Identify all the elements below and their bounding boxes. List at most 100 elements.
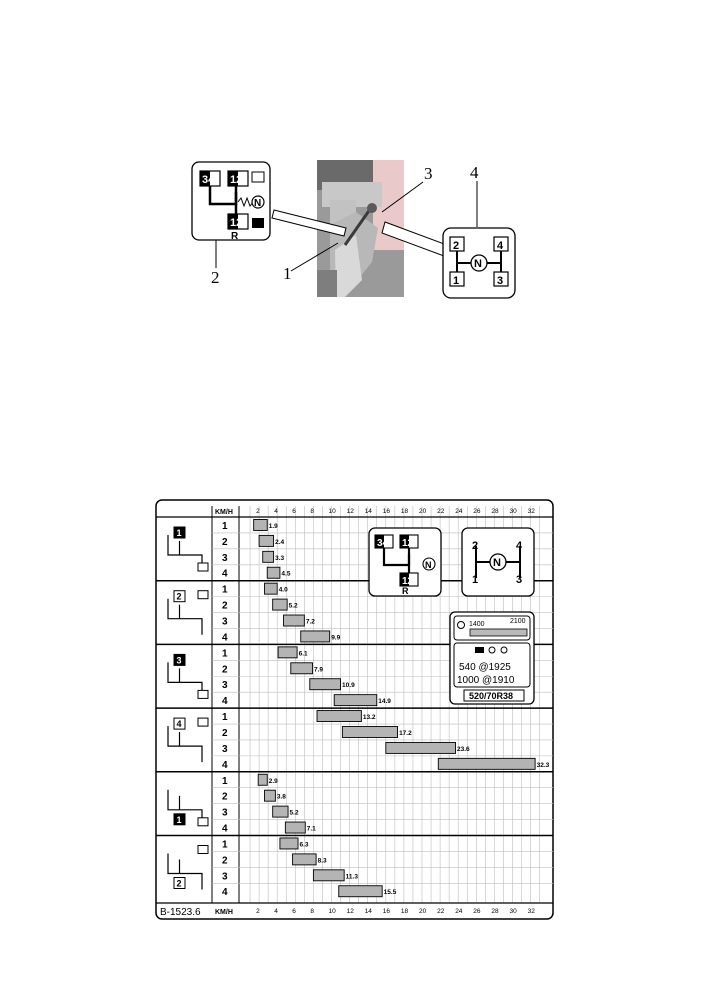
tick-label-top: 30 (510, 508, 518, 515)
speed-bar (312, 869, 345, 882)
tick-label-bottom: 12 (347, 908, 355, 915)
footer-code: B-1523.6 (160, 907, 201, 918)
tick-label-top: 6 (292, 508, 296, 515)
gear-number: 3 (222, 808, 228, 819)
svg-text:3: 3 (516, 574, 522, 586)
tick-label-bottom: 32 (528, 908, 536, 915)
speed-bar (264, 582, 278, 595)
callout-3: 3 (424, 164, 433, 183)
speed-bar-label: 7.9 (314, 666, 323, 673)
tick-label-top: 22 (437, 508, 445, 515)
range-icon-number: 2 (177, 879, 182, 889)
rpm-low: 1400 (469, 621, 485, 628)
gear-number: 1 (222, 648, 228, 659)
range-decal-top: 34 12 N 12 R (191, 161, 271, 242)
gate-12-low-icon: 12 (230, 217, 242, 229)
tick-label-bottom: 28 (491, 908, 499, 915)
chart-bars: 1.92.43.34.54.05.27.29.96.17.910.914.913… (253, 519, 550, 898)
speed-bar (266, 566, 281, 579)
speed-bar (292, 853, 317, 866)
shift-pattern-top: 2 4 1 3 N (442, 227, 516, 299)
gear-number: 3 (222, 680, 228, 691)
speed-bar (300, 630, 331, 643)
reverse-label: R (231, 231, 239, 242)
tick-label-top: 14 (365, 508, 373, 515)
pattern-gear-1: 1 (453, 275, 459, 287)
svg-text:N: N (254, 198, 261, 209)
header-unit: KM/H (215, 509, 233, 516)
gear-number: 1 (222, 839, 228, 850)
rpm-high: 2100 (510, 618, 526, 625)
gear-number: 1 (222, 585, 228, 596)
gear-number: 1 (222, 776, 228, 787)
range-gate-icon: 3 (167, 653, 209, 699)
speed-bar (437, 757, 536, 770)
range-gate-icon: 1 (167, 526, 209, 572)
speed-bar (316, 710, 362, 723)
speed-bar (257, 773, 268, 786)
speed-bar (333, 694, 378, 707)
range-icons: 1 2 3 4 1 2 (167, 526, 209, 890)
range-gate-icon: 2 (167, 590, 209, 635)
svg-text:12: 12 (402, 576, 414, 587)
tick-label-bottom: 16 (383, 908, 391, 915)
speed-bar (341, 726, 399, 738)
tick-label-bottom: 26 (473, 908, 481, 915)
speed-bar (272, 805, 289, 818)
tick-label-top: 10 (329, 508, 337, 515)
speed-bar-label: 9.9 (331, 634, 340, 641)
range-icon-number: 1 (177, 815, 182, 825)
tick-label-top: 28 (491, 508, 499, 515)
neutral-icon (251, 195, 265, 209)
speed-bar (262, 550, 275, 563)
tick-label-top: 26 (473, 508, 481, 515)
gear-number: 1 (222, 521, 228, 532)
svg-text:R: R (402, 586, 409, 596)
range-icon-number: 1 (177, 528, 182, 538)
svg-text:12: 12 (402, 538, 414, 549)
gear-number: 4 (222, 696, 228, 707)
pto-540: 540 @1925 (459, 662, 511, 673)
gear-number: 3 (222, 744, 228, 755)
tick-label-top: 20 (419, 508, 427, 515)
speed-bar-label: 13.2 (363, 714, 376, 721)
speed-bar-label: 5.2 (290, 810, 299, 817)
speed-bar (283, 614, 305, 627)
speed-bar-label: 4.5 (281, 571, 290, 578)
range-icon-number: 3 (177, 655, 182, 665)
gear-number: 3 (222, 553, 228, 564)
range-gate-icon: 4 (167, 717, 209, 763)
tick-label-top: 18 (401, 508, 409, 515)
tick-label-top: 2 (256, 508, 260, 515)
engine-info-box: 1400 2100 540 @1925 1000 @1910 520/70R38 (449, 611, 535, 705)
tick-label-bottom: 20 (419, 908, 427, 915)
speed-bar-label: 14.9 (378, 698, 391, 705)
tick-label-bottom: 14 (365, 908, 373, 915)
callout-1: 1 (283, 264, 292, 283)
speed-bar (272, 598, 288, 611)
tick-label-bottom: 30 (510, 908, 518, 915)
speed-bar-label: 32.3 (537, 762, 550, 769)
range-icon-number: 2 (177, 592, 182, 602)
speed-bar-label: 7.1 (307, 826, 316, 833)
gear-number: 4 (222, 760, 228, 771)
svg-text:34: 34 (377, 538, 389, 549)
speed-bar-label: 4.0 (279, 587, 288, 594)
speed-chart: 1.92.43.34.54.05.27.29.96.17.910.914.913… (155, 499, 554, 920)
speed-bar-label: 17.2 (399, 730, 412, 737)
gear-number: 4 (222, 824, 228, 835)
svg-text:N: N (425, 560, 432, 570)
speed-bar-label: 1.9 (269, 523, 278, 530)
speed-bar-label: 23.6 (457, 746, 470, 753)
tick-label-bottom: 18 (401, 908, 409, 915)
callout-4: 4 (470, 163, 479, 182)
tick-label-bottom: 8 (310, 908, 314, 915)
range-gate-icon: 1 (167, 789, 209, 827)
gate-34-icon: 34 (202, 174, 215, 186)
speed-bar-label: 6.1 (299, 650, 308, 657)
svg-text:2: 2 (472, 540, 478, 552)
tick-label-bottom: 2 (256, 908, 260, 915)
svg-text:N: N (493, 557, 501, 569)
pattern-gear-2: 2 (453, 240, 459, 252)
